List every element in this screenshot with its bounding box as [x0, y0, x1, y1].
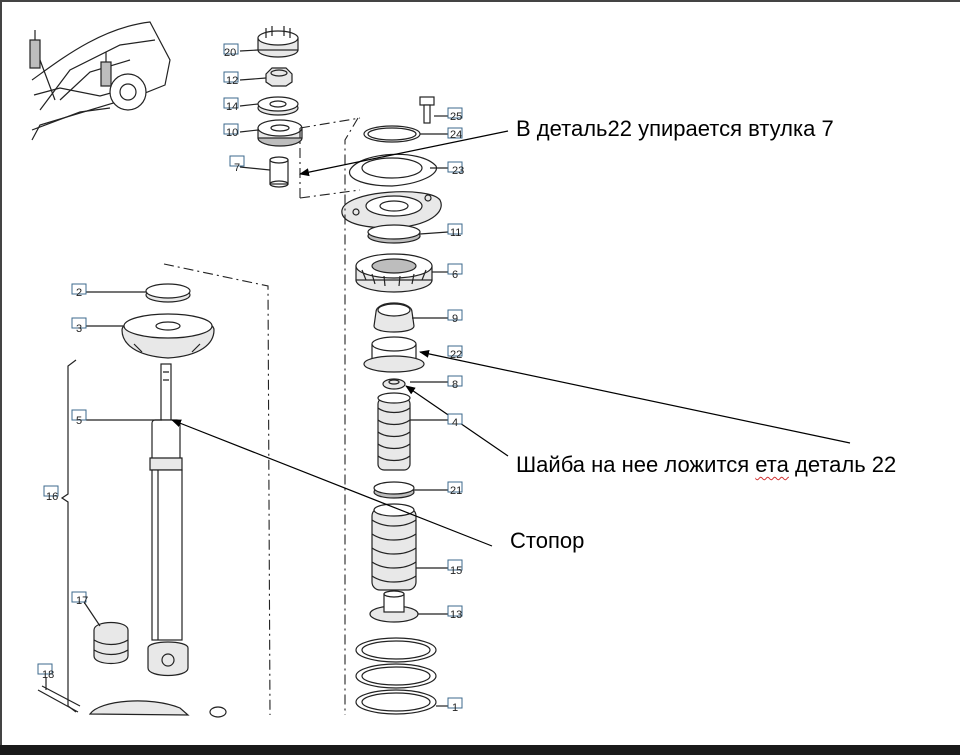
annotation-bushing: В деталь22 упирается втулка 7 — [516, 116, 834, 142]
arrow-to-part-7 — [299, 130, 509, 177]
label-25: 25 — [447, 107, 463, 123]
label-10-text: 10 — [226, 127, 238, 139]
label-12: 12 — [223, 71, 239, 87]
label-17-text: 17 — [76, 595, 88, 607]
label-4-text: 4 — [452, 417, 458, 429]
part-11-seal — [367, 224, 421, 244]
label-3-text: 3 — [76, 323, 82, 335]
car-illustration — [29, 21, 171, 141]
annotation-washer-suffix: деталь 22 — [788, 452, 897, 477]
label-24: 24 — [447, 127, 463, 141]
part-12-nut — [265, 67, 293, 87]
label-21: 21 — [447, 481, 463, 497]
label-6-text: 6 — [452, 269, 458, 281]
label-3: 3 — [71, 317, 87, 335]
label-13: 13 — [447, 605, 463, 621]
part-mount-plate — [341, 191, 442, 229]
label-20: 20 — [223, 43, 239, 59]
label-25-text: 25 — [450, 111, 462, 123]
label-22: 22 — [447, 345, 463, 361]
label-18-text: 18 — [42, 669, 54, 681]
label-7-text: 7 — [234, 162, 240, 174]
part-24-ring — [363, 125, 421, 143]
arrow-to-stopper — [171, 419, 493, 547]
annotation-washer-misspelled: ета — [755, 452, 789, 477]
label-20-text: 20 — [224, 47, 236, 59]
part-5-shock-absorber — [147, 363, 189, 677]
left-parts-bracket — [163, 263, 271, 716]
annotation-washer: Шайба на нее ложится ета деталь 22 — [516, 452, 896, 478]
part-labels: 20 12 14 10 7 25 24 23 11 6 9 22 8 4 21 … — [37, 43, 464, 714]
label-5-text: 5 — [76, 415, 82, 427]
bottom-border — [0, 745, 960, 755]
label-13-text: 13 — [450, 609, 462, 621]
label-16-text: 16 — [46, 491, 58, 503]
arrow-to-part-22 — [419, 349, 851, 444]
annotation-bushing-text: В деталь22 упирается втулка 7 — [516, 116, 834, 141]
part-10-bearing — [257, 119, 303, 147]
label-8-text: 8 — [452, 379, 458, 391]
label-4: 4 — [447, 413, 463, 429]
annotation-washer-prefix: Шайба на нее ложится — [516, 452, 756, 477]
label-9: 9 — [447, 309, 463, 325]
label-22-text: 22 — [450, 349, 462, 361]
part-2-ring — [145, 283, 191, 303]
label-10: 10 — [223, 123, 239, 139]
label-15: 15 — [447, 559, 463, 577]
part-8-washer — [382, 378, 406, 390]
label-24-text: 24 — [450, 129, 462, 141]
label-2-text: 2 — [76, 287, 82, 299]
label-18: 18 — [37, 663, 54, 681]
label-11-text: 11 — [450, 227, 461, 239]
label-11: 11 — [447, 223, 463, 239]
label-23: 23 — [447, 161, 464, 177]
part-4-bump-stop — [377, 392, 411, 471]
label-14: 14 — [223, 97, 239, 113]
part-7-bushing — [269, 156, 289, 188]
label-12-text: 12 — [226, 75, 238, 87]
part-25-bolt — [419, 96, 435, 124]
label-1-text: 1 — [452, 702, 458, 714]
right-axis-dashed — [344, 117, 359, 715]
lower-bracket — [88, 700, 227, 718]
part-9-bump-cap — [373, 302, 415, 333]
part-15-boot — [371, 503, 417, 591]
label-15-text: 15 — [450, 565, 462, 577]
part-20-strut-mount — [257, 26, 299, 58]
part-22-cup — [363, 336, 425, 373]
label-16: 16 — [43, 485, 59, 503]
label-9-text: 9 — [452, 313, 458, 325]
part-14-washer — [257, 96, 299, 116]
label-14-text: 14 — [226, 101, 238, 113]
label-8: 8 — [447, 375, 463, 391]
part-13-spring-pad — [369, 590, 419, 623]
annotation-arrows — [171, 130, 851, 547]
annotation-stopper-text: Стопор — [510, 528, 585, 553]
label-1: 1 — [447, 697, 463, 714]
part-1-coil-spring — [355, 637, 437, 715]
group-16-brace — [60, 359, 77, 713]
part-17-bump-rubber — [93, 621, 129, 665]
label-21-text: 21 — [450, 485, 462, 497]
label-17: 17 — [71, 591, 88, 607]
label-7: 7 — [229, 155, 245, 174]
upper-parts-bracket — [299, 117, 361, 199]
part-3-spring-plate — [121, 313, 215, 359]
label-5: 5 — [71, 409, 87, 427]
part-6-spring-seat — [355, 253, 433, 293]
part-21-ring — [373, 481, 415, 499]
label-23-text: 23 — [452, 165, 464, 177]
label-2: 2 — [71, 283, 87, 299]
label-6: 6 — [447, 263, 463, 281]
leader-lines — [45, 49, 449, 707]
part-18-rod — [37, 685, 81, 713]
part-23-gasket — [349, 153, 438, 187]
annotation-stopper: Стопор — [510, 528, 584, 554]
